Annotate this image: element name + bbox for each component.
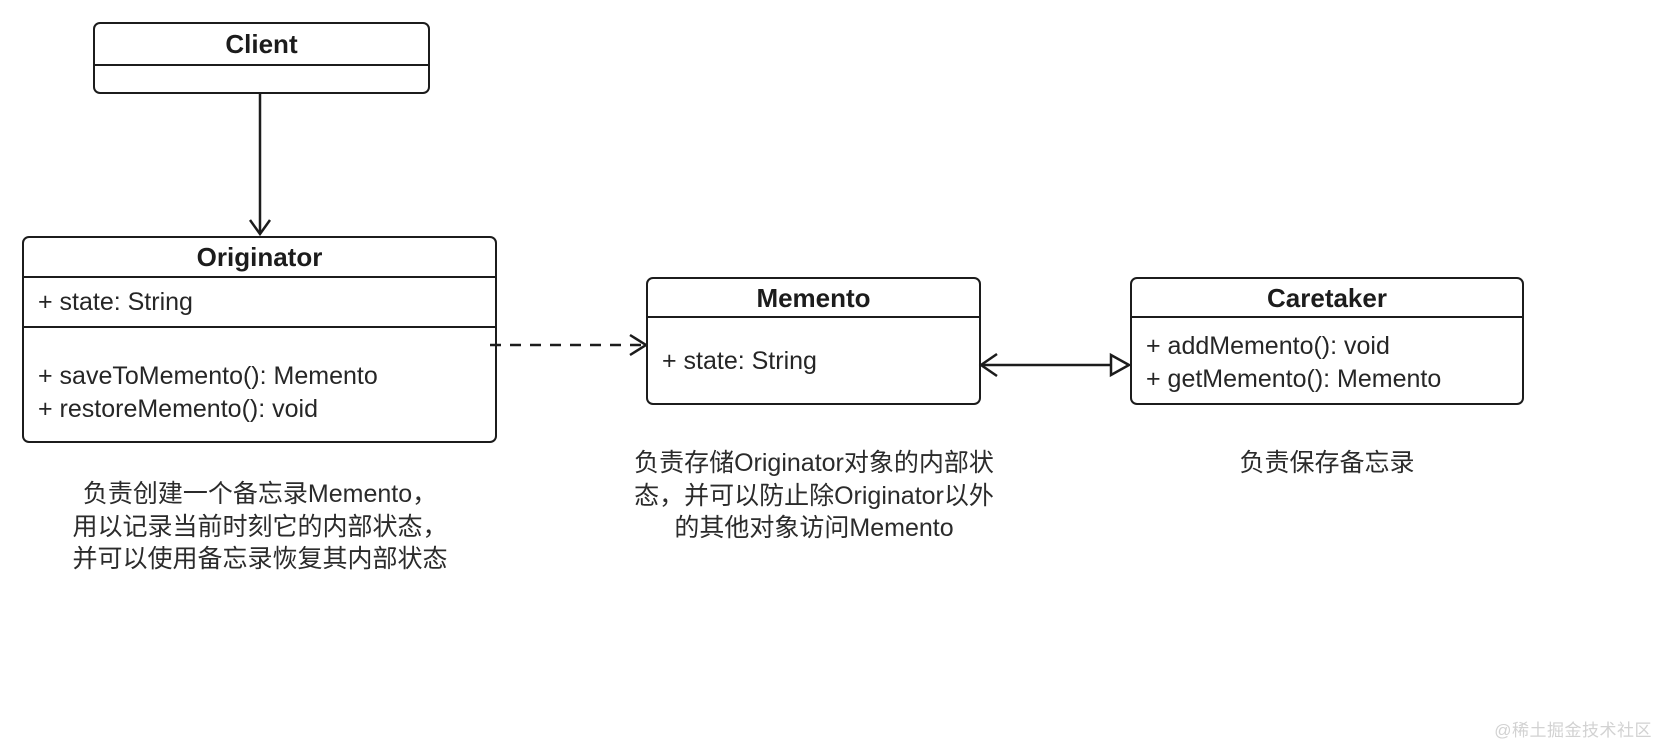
- class-separator: [24, 326, 495, 328]
- arrowhead-open-v: [248, 219, 272, 237]
- watermark: @稀土掘金技术社区: [1494, 721, 1652, 740]
- class-operations-originator: + saveToMemento(): Memento + restoreMeme…: [24, 328, 495, 444]
- class-box-originator[interactable]: Originator + state: String + saveToMemen…: [22, 236, 497, 443]
- operation-row: + saveToMemento(): Memento: [38, 362, 378, 390]
- caption-memento: 负责存储Originator对象的内部状 态，并可以防止除Originator以…: [634, 449, 994, 542]
- connector-client-to-originator: [248, 92, 272, 237]
- connector-memento-to-caretaker: [978, 352, 1132, 378]
- class-box-client[interactable]: Client: [93, 22, 430, 94]
- class-separator: [1132, 316, 1522, 318]
- attribute-row: + state: String: [38, 287, 193, 316]
- caption-caretaker: 负责保存备忘录: [1239, 449, 1415, 477]
- operation-row: + restoreMemento(): void: [38, 395, 318, 423]
- connector-originator-to-memento: [490, 333, 649, 357]
- class-box-caretaker[interactable]: Caretaker + addMemento(): void + getMeme…: [1130, 277, 1524, 405]
- class-attributes-originator: + state: String: [24, 278, 495, 326]
- class-separator: [95, 64, 428, 66]
- class-name-caretaker: Caretaker: [1267, 282, 1387, 313]
- operation-row: + getMemento(): Memento: [1146, 365, 1442, 393]
- class-operations-caretaker: + addMemento(): void + getMemento(): Mem…: [1132, 318, 1522, 404]
- class-separator: [648, 316, 979, 318]
- operation-row: + addMemento(): void: [1146, 332, 1390, 360]
- class-name-memento: Memento: [756, 282, 871, 313]
- class-separator: [24, 276, 495, 278]
- arrowhead-open-v: [978, 352, 998, 378]
- class-name-originator: Originator: [196, 242, 323, 272]
- class-attributes-memento: + state: String: [648, 318, 979, 404]
- class-body-client: [95, 66, 428, 93]
- class-name-client: Client: [225, 29, 298, 59]
- caption-originator: 负责创建一个备忘录Memento， 用以记录当前时刻它的内部状态， 并可以使用备…: [72, 480, 448, 573]
- class-box-memento[interactable]: Memento + state: String: [646, 277, 981, 405]
- attribute-row: + state: String: [662, 346, 817, 375]
- arrowhead-hollow-triangle: [1109, 352, 1132, 378]
